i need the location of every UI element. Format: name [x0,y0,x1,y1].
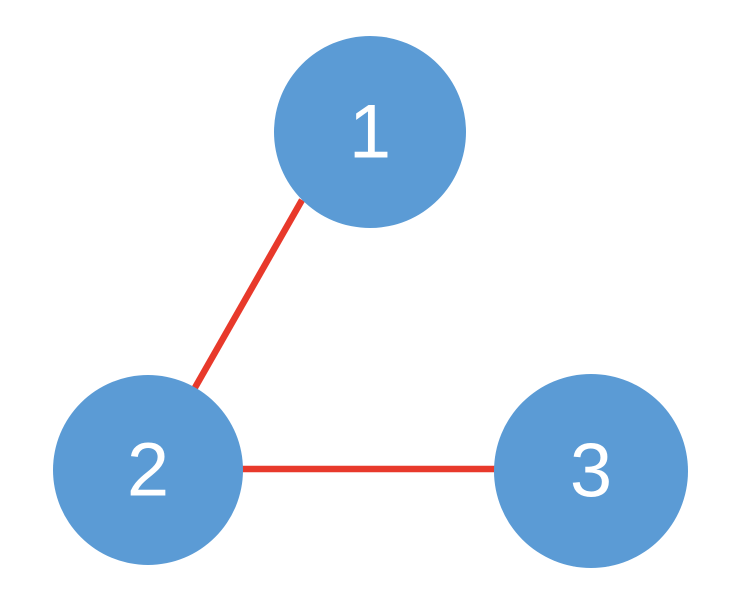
graph-node-3[interactable] [494,374,688,568]
graph-node-2[interactable] [53,375,243,565]
graph-node-1[interactable] [274,36,466,228]
